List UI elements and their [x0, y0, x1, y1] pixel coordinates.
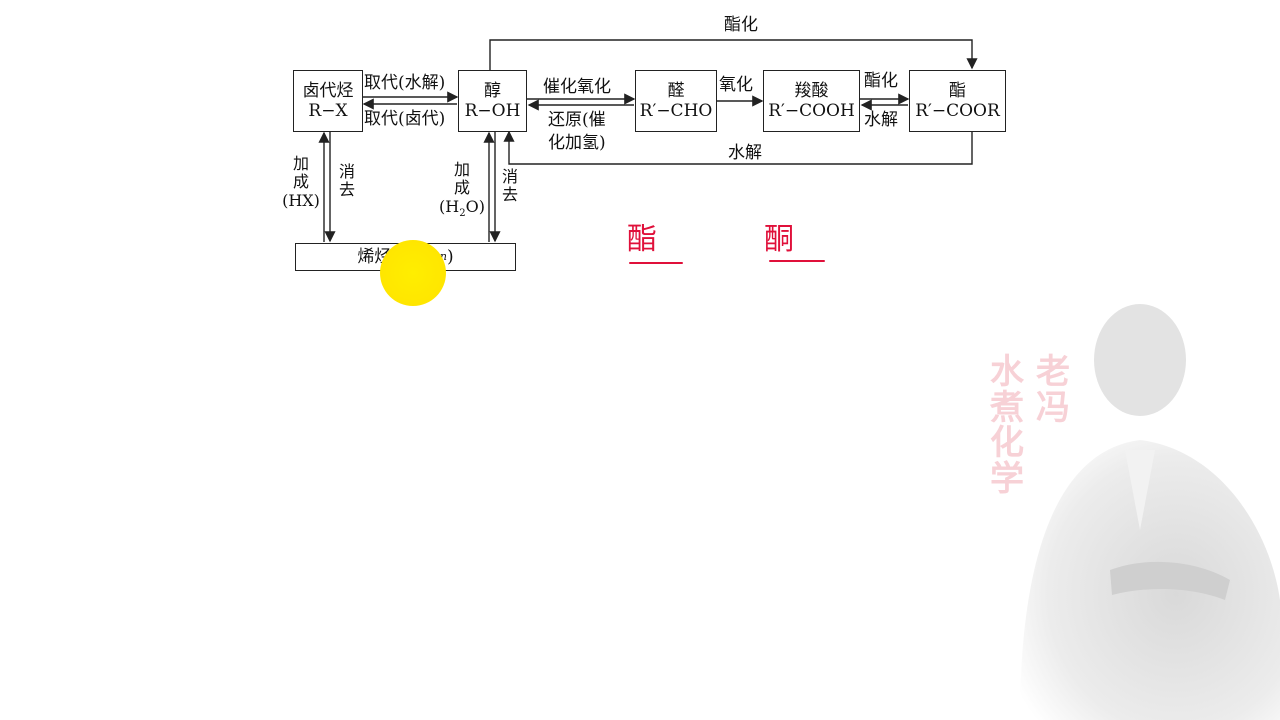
watermark-char: 煮	[990, 387, 1024, 428]
node-haloalkane-formula: R−X	[308, 101, 348, 121]
watermark-char: 老	[1036, 352, 1070, 392]
watermark-col1: 水 煮 化 学	[990, 352, 1024, 500]
label-esterification-top: 酯化	[724, 15, 758, 35]
label-reduction-line2: 化加氢)	[548, 133, 606, 153]
node-haloalkane: 卤代烃 R−X	[293, 70, 363, 132]
node-aldehyde-formula: R′−CHO	[639, 101, 713, 121]
watermark-char: 化	[990, 423, 1024, 464]
label-addition-h2o-3: (H2O)	[438, 196, 486, 220]
label-addition-hx-1: 加	[292, 154, 309, 173]
annotation-underline-1	[629, 262, 683, 264]
label-addition-hx-2: 成	[292, 172, 309, 192]
label-hydrolysis-bottom: 水解	[728, 143, 762, 163]
node-ester-name: 酯	[949, 80, 966, 101]
arrow-alcohol-to-ester	[489, 39, 978, 70]
label-elimination-2-a: 消	[501, 167, 518, 186]
annotation-underline-2	[769, 260, 825, 262]
node-haloalkane-name: 卤代烃	[302, 80, 354, 101]
label-esterification: 酯化	[864, 71, 898, 91]
node-ester-formula: R′−COOR	[915, 101, 1000, 121]
watermark-char: 水	[990, 352, 1024, 392]
label-elimination-1: 消 去	[337, 162, 357, 200]
node-alcohol-formula: R−OH	[464, 101, 521, 121]
node-aldehyde: 醛 R′−CHO	[635, 70, 717, 132]
watermark-char: 学	[990, 459, 1024, 500]
label-addition-h2o-sub: 2	[459, 207, 466, 219]
label-addition-h2o-3a: (H	[439, 196, 460, 216]
node-alkene-close: )	[447, 246, 454, 267]
pointer-highlight	[380, 240, 446, 306]
node-carboxylic-acid: 羧酸 R′−COOH	[763, 70, 860, 132]
handwritten-annotation-ketone: 酮	[764, 222, 795, 257]
label-addition-h2o-2: 成	[453, 178, 470, 198]
label-addition-h2o-3b: O)	[465, 196, 485, 216]
node-acid-name: 羧酸	[794, 80, 829, 101]
label-elimination-2: 消 去	[500, 167, 520, 205]
node-alcohol-name: 醇	[484, 80, 501, 101]
watermark-char: 冯	[1036, 387, 1070, 428]
label-addition-h2o-1: 加	[453, 160, 470, 179]
label-addition-hx: 加 成 (HX)	[281, 154, 321, 210]
label-elimination-1-a: 消	[338, 162, 355, 181]
presenter-image	[1020, 304, 1280, 720]
label-reduction-line1: 还原(催	[548, 110, 606, 130]
node-aldehyde-name: 醛	[667, 80, 685, 101]
label-addition-h2o: 加 成 (H2O)	[438, 160, 486, 220]
label-oxidation: 氧化	[719, 75, 753, 95]
arrow-ester-to-alcohol	[503, 130, 973, 165]
label-hydrolysis-short: 水解	[864, 110, 898, 130]
label-elimination-1-b: 去	[338, 180, 355, 200]
node-ester: 酯 R′−COOR	[909, 70, 1006, 132]
handwritten-annotation-ester: 酯	[627, 222, 658, 257]
label-elimination-2-b: 去	[501, 185, 518, 205]
label-addition-hx-3: (HX)	[282, 190, 320, 210]
watermark-col2: 老 冯	[1036, 352, 1070, 428]
label-catalytic-oxidation: 催化氧化	[543, 77, 611, 97]
node-alcohol: 醇 R−OH	[458, 70, 527, 132]
label-substitution-halogen: 取代(卤代)	[364, 109, 446, 129]
label-substitution-hydrolysis: 取代(水解)	[364, 73, 446, 93]
node-acid-formula: R′−COOH	[768, 101, 855, 121]
